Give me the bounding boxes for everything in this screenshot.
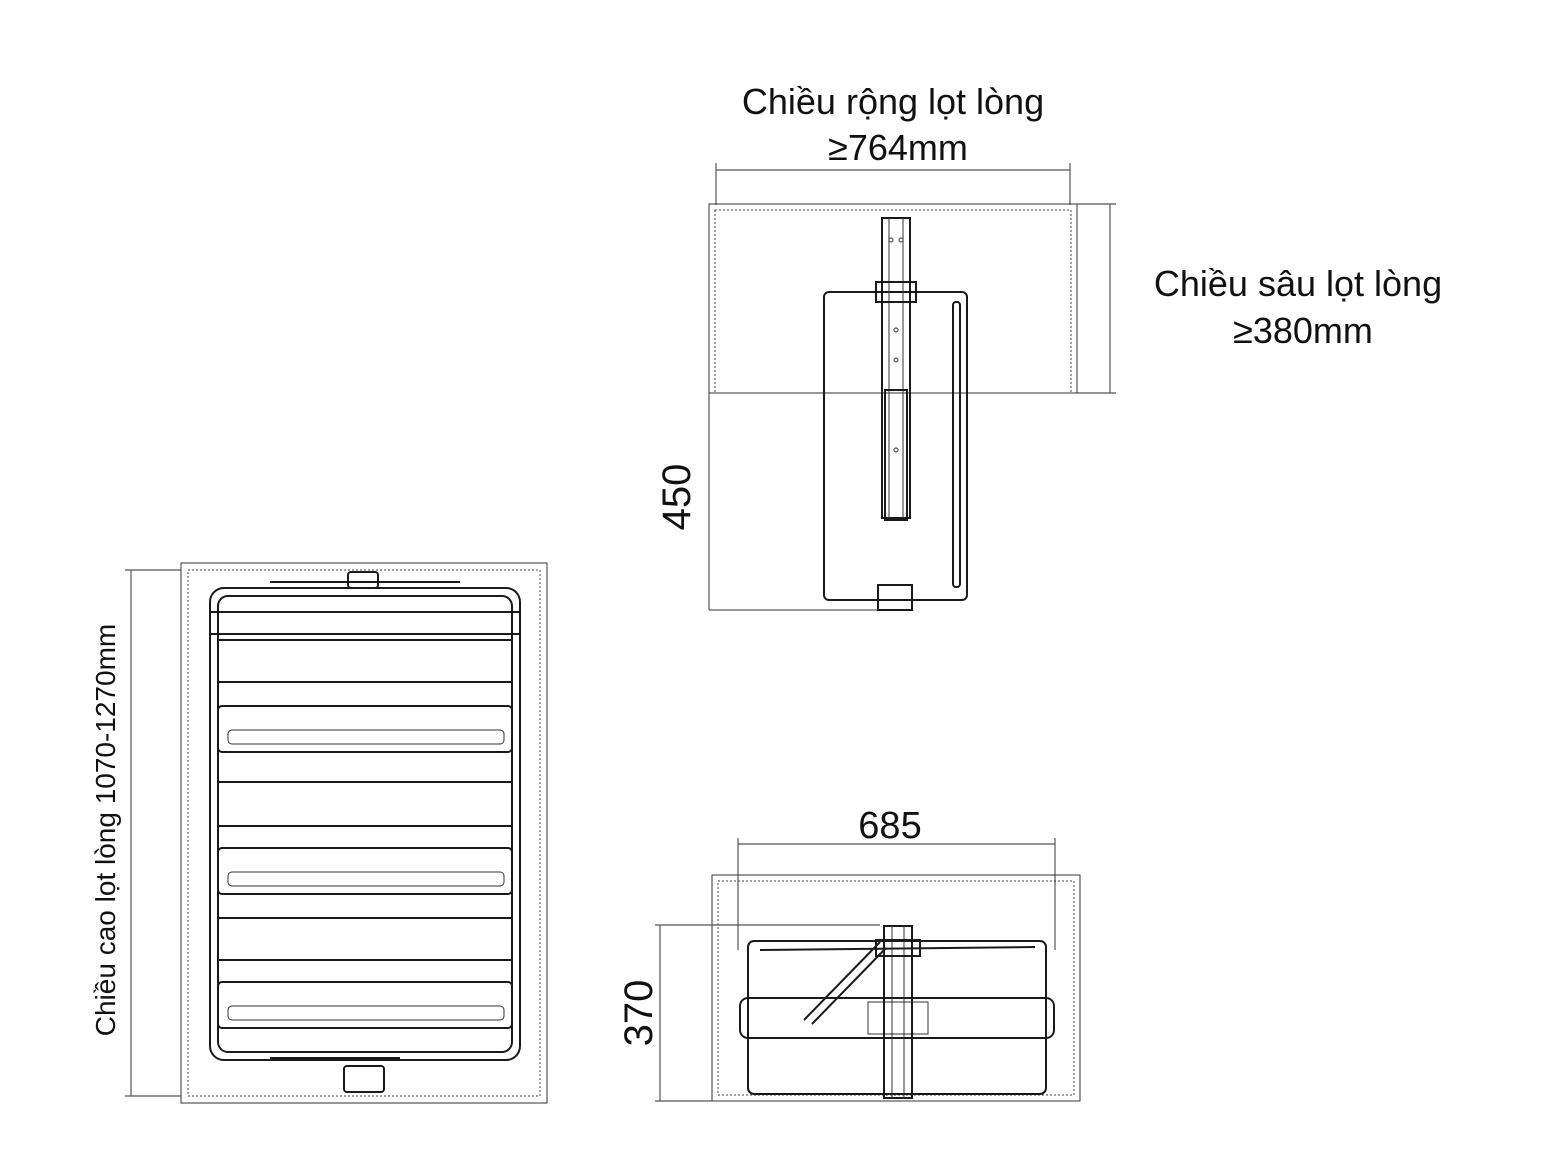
rail-hole — [898, 237, 904, 243]
side-column-clamp — [875, 939, 921, 957]
side-top-rail — [759, 946, 1036, 951]
shelf-back — [217, 917, 513, 961]
rail-slider — [884, 389, 908, 521]
front-view-drawing: Chiều cao lọt lòng 1070-1270mm — [90, 562, 548, 1104]
basket-frame-outer — [209, 587, 521, 1061]
depth-label-line1: Chiều sâu lọt lòng — [1154, 263, 1442, 304]
shelf-lip — [227, 1005, 505, 1021]
side-basket-outline — [747, 940, 1047, 1095]
shelf-back — [217, 781, 513, 827]
side-height-label: 370 — [617, 980, 661, 1047]
front-cabinet-outline — [180, 562, 548, 1104]
side-arm — [803, 941, 881, 1021]
rail-column — [881, 217, 911, 519]
side-arm-edge — [811, 947, 887, 1025]
side-cabinet-outline — [711, 874, 1081, 1102]
shelf-tray — [217, 705, 513, 753]
shelf-tray — [217, 981, 513, 1029]
bottom-mechanism — [343, 1065, 385, 1093]
shelf-tier-3 — [217, 917, 513, 1029]
top-bar — [209, 611, 521, 635]
rail-hole — [893, 447, 899, 453]
rail-hole — [893, 327, 899, 333]
side-cabinet-dashed — [717, 880, 1075, 1096]
depth-label-line2: ≥380mm — [1233, 310, 1373, 351]
front-cabinet-dashed — [187, 569, 541, 1097]
side-bracket — [867, 1001, 929, 1035]
shelf-tier-1 — [217, 639, 513, 753]
side-crossbar — [739, 997, 1055, 1039]
basket-outline — [823, 291, 968, 601]
side-view-drawing: 685 370 — [617, 805, 1081, 1102]
extension-label: 450 — [655, 464, 699, 531]
shelf-tier-2 — [217, 781, 513, 895]
side-column — [883, 925, 913, 1099]
cabinet-interior-outline — [708, 203, 1078, 394]
top-view-drawing: Chiều rộng lọt lòng ≥764mm Chiều sâu lọt… — [655, 81, 1442, 611]
basket-handle-bar — [952, 301, 961, 588]
shelf-lip — [227, 729, 505, 745]
rail-hole — [888, 237, 894, 243]
width-label-line1: Chiều rộng lọt lòng — [742, 81, 1044, 122]
top-mechanism — [347, 571, 379, 589]
shelf-tray — [217, 847, 513, 895]
rail-hole — [893, 357, 899, 363]
basket-frame-inner — [217, 595, 513, 1053]
side-width-label: 685 — [858, 805, 921, 847]
rail-front-cap — [877, 584, 913, 611]
width-label-line2: ≥764mm — [828, 127, 968, 168]
height-label: Chiều cao lọt lòng 1070-1270mm — [90, 624, 121, 1036]
shelf-lip — [227, 871, 505, 887]
shelf-back — [217, 639, 513, 683]
rail-clamp-top — [875, 281, 917, 303]
